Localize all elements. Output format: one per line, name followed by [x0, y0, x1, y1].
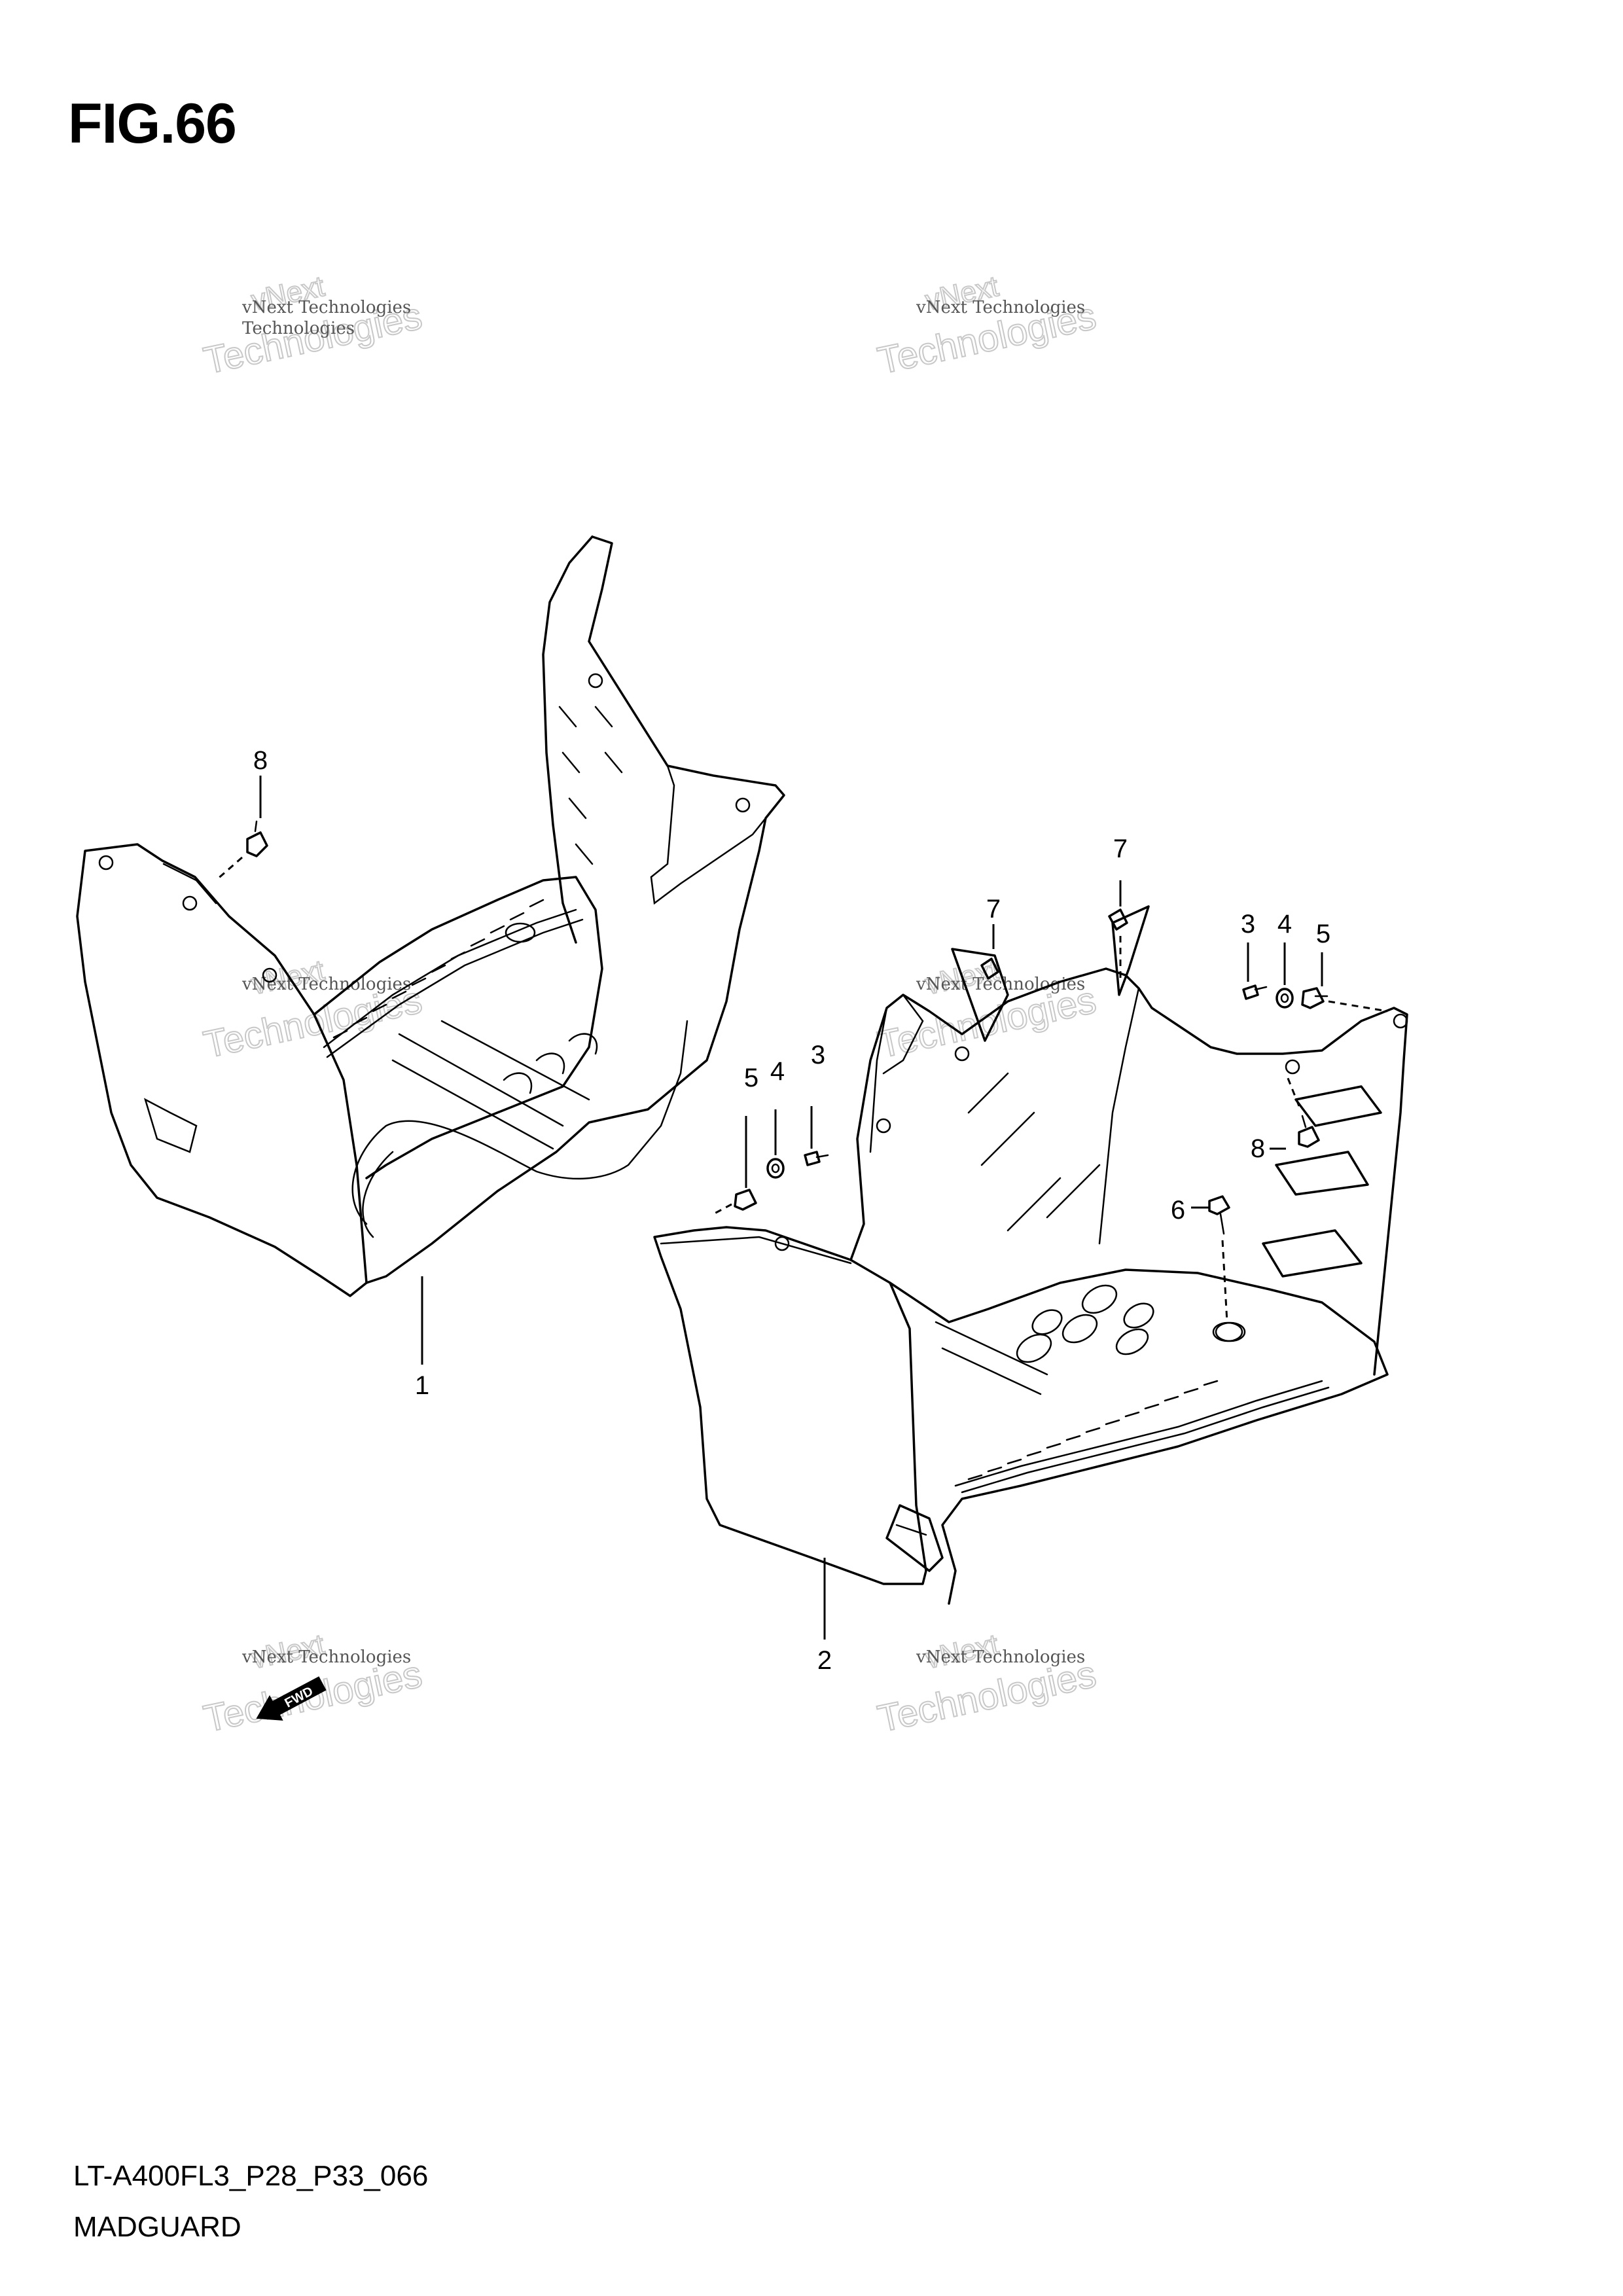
clip-plate-7-right [1108, 880, 1150, 996]
figure-code: LT-A400FL3_P28_P33_066 [73, 2160, 429, 2192]
hardware-group-right [1242, 942, 1388, 1013]
callout-8-right: 8 [1251, 1134, 1265, 1163]
watermark-text-4: vNext Technologies [916, 975, 1085, 994]
watermark-text-3: vNext Technologies [241, 975, 411, 994]
watermark-low-left: vNext Technologies [200, 1628, 427, 1741]
callout-7-left: 7 [986, 895, 1001, 924]
callout-6: 6 [1171, 1196, 1185, 1225]
clip-plate-7-left [951, 924, 1009, 1042]
right-grip-pattern [967, 1380, 1219, 1480]
watermark-text-1: vNext Technologies [241, 298, 411, 317]
hardware-group-left [713, 1106, 829, 1215]
watermark-text-1b: Technologies [242, 319, 355, 338]
watermark-text-6: vNext Technologies [916, 1647, 1085, 1667]
figure-name: MADGUARD [73, 2211, 241, 2243]
watermark-low-center: vNext Technologies [874, 1628, 1101, 1741]
callout-3-left: 3 [811, 1041, 825, 1069]
figure-title: FIG.66 [68, 92, 237, 155]
callout-1: 1 [415, 1371, 429, 1400]
callout-8-left: 8 [253, 746, 268, 775]
callout-5-right: 5 [1316, 920, 1330, 948]
watermark-text-2: vNext Technologies [916, 298, 1085, 317]
part-2-right-madguard [653, 967, 1408, 1605]
fastener-8-right [1270, 1073, 1320, 1150]
callout-4-right: 4 [1277, 910, 1292, 939]
callout-4-left: 4 [770, 1057, 785, 1086]
bolt-6 [1191, 1195, 1243, 1342]
callout-2: 2 [817, 1646, 832, 1675]
left-grip-pattern [332, 899, 544, 1039]
callout-3-right: 3 [1241, 910, 1255, 939]
part-1-left-madguard [76, 535, 785, 1297]
watermark-mid-center: vNext Technologies [874, 954, 1101, 1067]
watermark-text-5: vNext Technologies [241, 1647, 411, 1667]
fastener-8-left [215, 776, 268, 882]
callout-5-left: 5 [744, 1064, 758, 1092]
callout-7-right: 7 [1113, 834, 1128, 863]
